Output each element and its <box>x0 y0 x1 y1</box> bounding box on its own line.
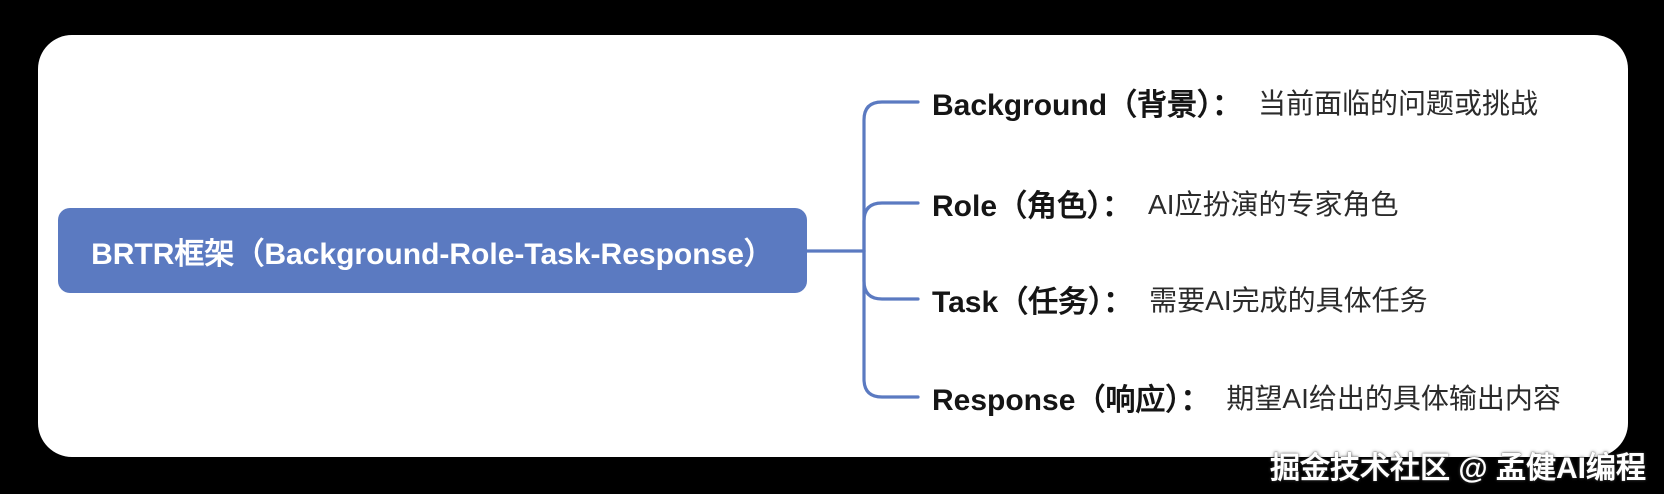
branch-label: Role（角色）： <box>932 190 1133 223</box>
branch-description: 当前面临的问题或挑战 <box>1258 88 1539 119</box>
branch-label: Background（背景）： <box>932 89 1243 122</box>
root-node-label: BRTR框架（Background-Role-Task-Response） <box>91 237 774 271</box>
watermark-text: 掘金技术社区 @ 孟健AI编程 <box>1270 452 1646 485</box>
branch-node-role: Role（角色）： AI应扮演的专家角色 <box>932 181 1398 225</box>
root-node-brtr: BRTR框架（Background-Role-Task-Response） <box>58 208 807 293</box>
branch-node-background: Background（背景）： 当前面临的问题或挑战 <box>932 80 1538 124</box>
branch-label: Response（响应）： <box>932 384 1211 417</box>
branch-node-response: Response（响应）： 期望AI给出的具体输出内容 <box>932 375 1561 419</box>
branch-label: Task（任务）： <box>932 286 1134 319</box>
branch-description: AI应扮演的专家角色 <box>1148 189 1399 220</box>
branch-node-task: Task（任务）： 需要AI完成的具体任务 <box>932 277 1428 321</box>
branch-description: 需要AI完成的具体任务 <box>1149 285 1428 316</box>
branch-description: 期望AI给出的具体输出内容 <box>1226 383 1561 414</box>
